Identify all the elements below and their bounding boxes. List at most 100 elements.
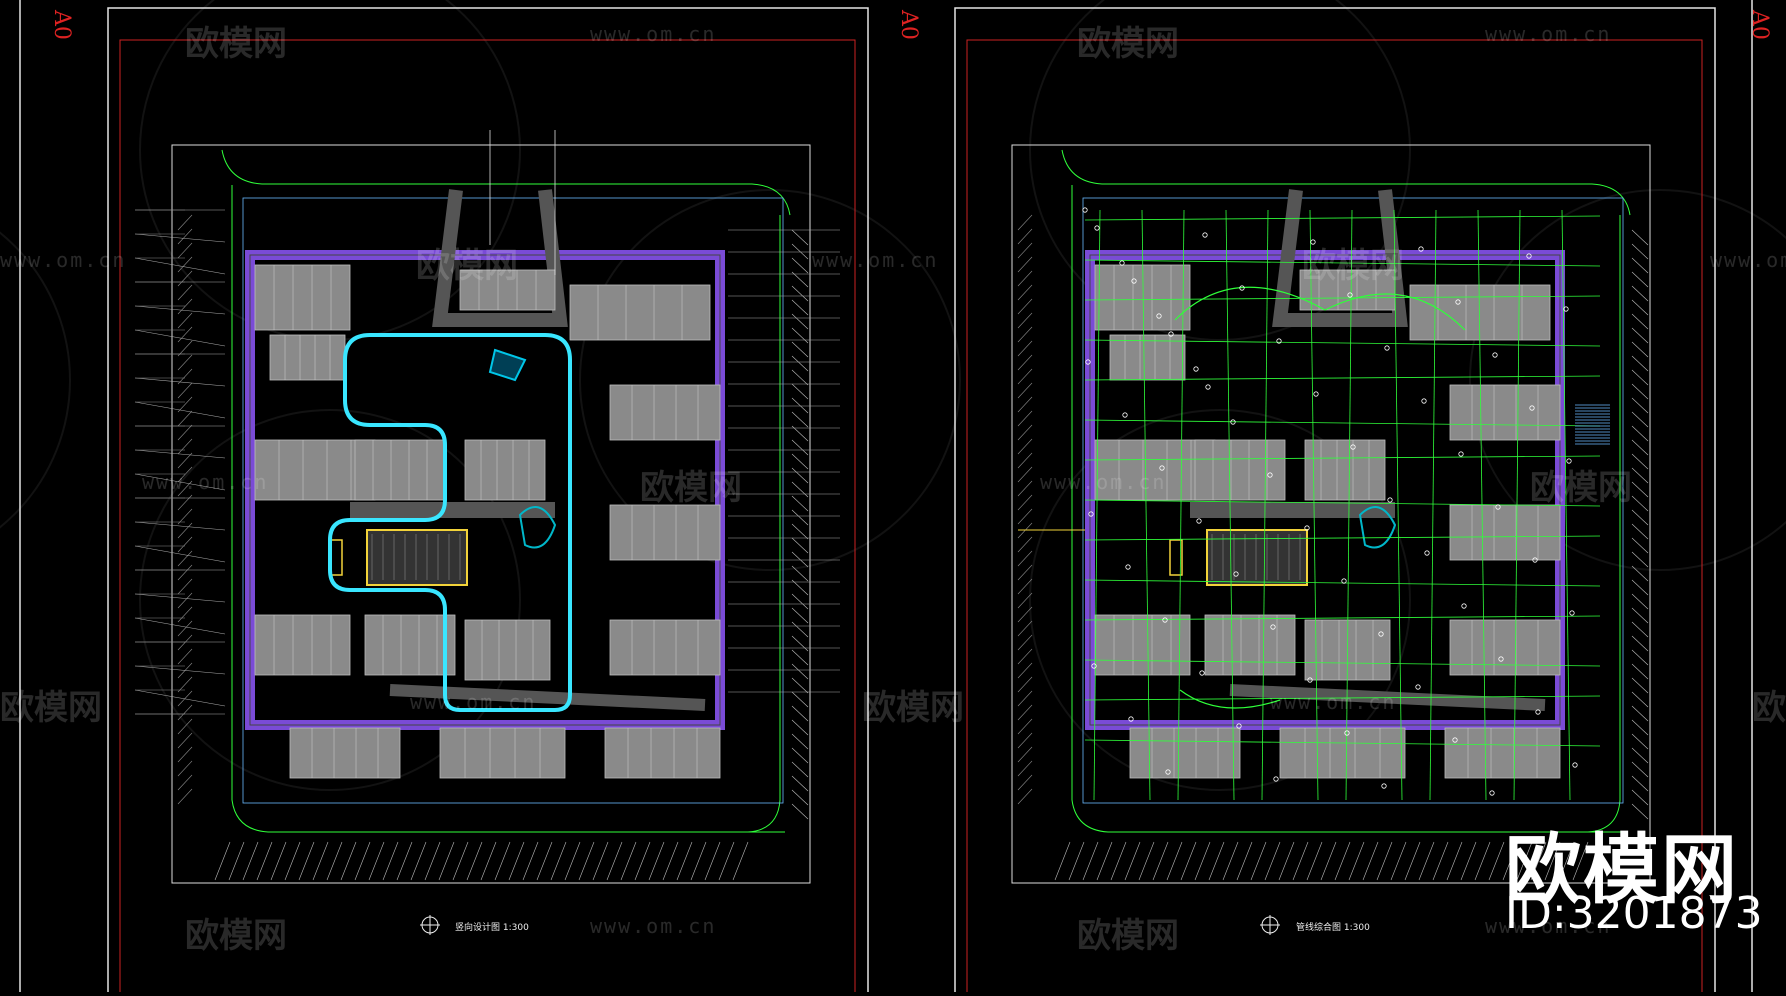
manhole-symbol: [1122, 412, 1128, 418]
residential-building: [254, 614, 351, 676]
manhole-symbol: [1347, 292, 1353, 298]
sheet-border-right: [966, 39, 1703, 996]
watermark-brand: 欧模网: [416, 246, 518, 286]
watermark-circle: [1469, 189, 1786, 571]
hatch-line: [177, 690, 193, 707]
manhole-symbol: [1418, 246, 1424, 252]
hatch-line: [1631, 285, 1649, 302]
hatch-line: [177, 732, 193, 749]
watermark-circle: [139, 409, 521, 791]
sheet-border-left: [119, 39, 856, 996]
manhole-symbol: [1424, 550, 1430, 556]
hatch-line: [1017, 634, 1033, 651]
pipeline-run: [1561, 209, 1571, 801]
hatch-line: [1631, 383, 1649, 400]
residential-building: [354, 439, 446, 501]
hatch-line: [1194, 841, 1211, 881]
manhole-symbol: [1495, 504, 1501, 510]
hatch-line: [1017, 494, 1033, 511]
hatch-line: [438, 841, 455, 881]
hatch-line: [1017, 326, 1033, 343]
hatch-line: [242, 841, 259, 881]
hatch-line: [1017, 312, 1033, 329]
annotation-leader: [134, 377, 226, 387]
hatch-line: [1166, 841, 1183, 881]
hatch-line: [177, 550, 193, 567]
manhole-symbol: [1387, 497, 1393, 503]
hatch-line: [1017, 256, 1033, 273]
hatch-line: [1017, 466, 1033, 483]
hatch-line: [1017, 354, 1033, 371]
drawing-caption-left: 竖向设计图 1:300: [455, 923, 529, 933]
hatch-line: [312, 841, 329, 881]
hatch-line: [791, 369, 809, 386]
manhole-symbol: [1230, 419, 1236, 425]
hatch-line: [1631, 537, 1649, 554]
manhole-symbol: [1088, 511, 1094, 517]
hatch-line: [1631, 677, 1649, 694]
hatch-line: [791, 761, 809, 778]
watermark-url: www.om.cn: [590, 22, 717, 46]
hatch-line: [1376, 841, 1393, 881]
pipeline-run: [1084, 259, 1601, 267]
residential-building: [1444, 727, 1561, 779]
pipeline-run: [1084, 419, 1601, 427]
hatch-line: [1446, 841, 1463, 881]
road-curb-line: [231, 185, 785, 833]
hatch-line: [1631, 299, 1649, 316]
manhole-symbol: [1125, 564, 1131, 570]
hatch-line: [718, 841, 735, 881]
hatch-line: [791, 803, 809, 820]
watermark-circle: [1029, 0, 1411, 341]
hatch-line: [177, 494, 193, 511]
pipeline-run: [1477, 209, 1487, 801]
hatch-line: [177, 648, 193, 665]
hatch-line: [1631, 369, 1649, 386]
hatch-line: [1631, 313, 1649, 330]
hatch-line: [1348, 841, 1365, 881]
hatch-line: [480, 841, 497, 881]
hatch-line: [508, 841, 525, 881]
hatch-line: [791, 425, 809, 442]
hatch-line: [1631, 761, 1649, 778]
watermark-brand: 欧模网: [1077, 24, 1179, 64]
hatch-line: [791, 481, 809, 498]
stair-steps: [1169, 539, 1183, 576]
residential-building: [1129, 727, 1241, 779]
road-curb-line: [221, 149, 791, 216]
manhole-symbol: [1239, 285, 1245, 291]
residential-building: [604, 727, 721, 779]
hatch-line: [1017, 214, 1033, 231]
watermark-brand: 欧模网: [1752, 688, 1786, 728]
manhole-symbol: [1165, 769, 1171, 775]
hatch-line: [410, 841, 427, 881]
annotation-leader: [134, 617, 226, 635]
hatch-line: [1631, 775, 1649, 792]
hatch-line: [284, 841, 301, 881]
manhole-symbol: [1205, 384, 1211, 390]
pipeline-run: [1084, 295, 1601, 301]
central-plaza: [366, 529, 468, 586]
road-curb-line: [1071, 185, 1625, 833]
residential-building: [464, 619, 551, 681]
hatch-line: [1544, 841, 1561, 881]
residential-building: [1304, 439, 1386, 501]
hatch-line: [1236, 841, 1253, 881]
hatch-line: [791, 733, 809, 750]
hatch-line: [1082, 841, 1099, 881]
hatch-line: [791, 453, 809, 470]
entrance-plaza: [1272, 189, 1408, 327]
hatch-line: [1474, 841, 1491, 881]
hatch-line: [1017, 648, 1033, 665]
pipeline-run: [1084, 615, 1601, 621]
watermark-circle: [579, 189, 961, 571]
hatch-line: [177, 592, 193, 609]
hatch-line: [177, 620, 193, 637]
hatch-line: [354, 841, 371, 881]
manhole-symbol: [1569, 610, 1575, 616]
road-curb-line: [1587, 215, 1621, 833]
hatch-line: [791, 621, 809, 638]
hatch-line: [1017, 536, 1033, 553]
hatch-line: [1017, 606, 1033, 623]
